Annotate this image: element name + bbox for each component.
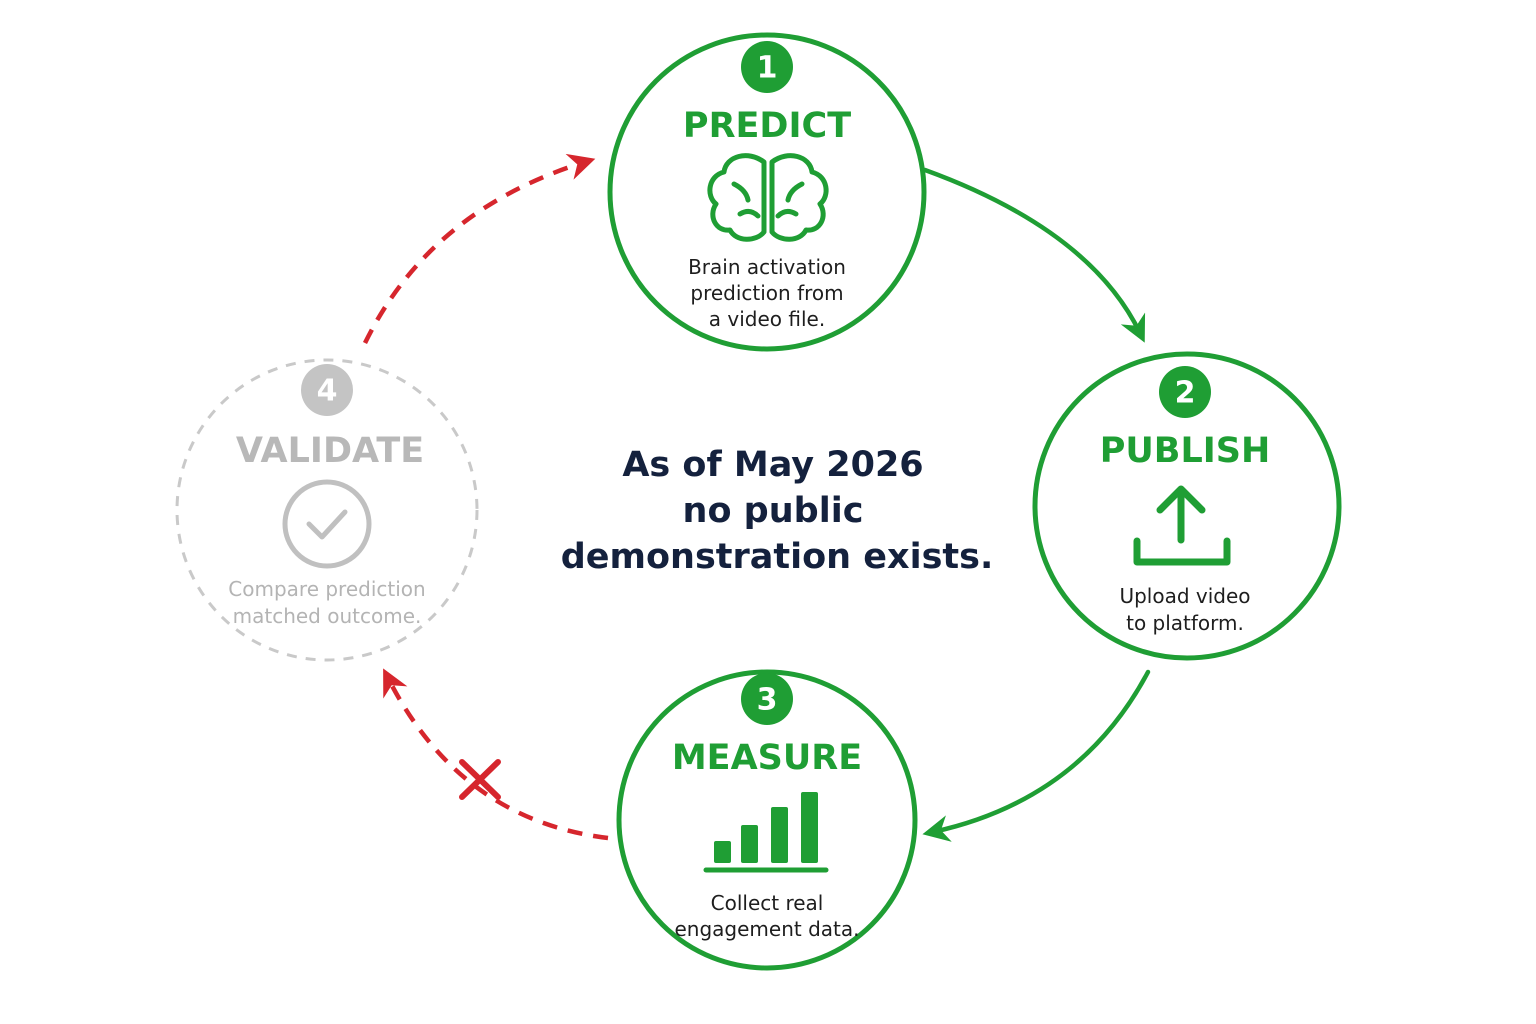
step-title: VALIDATE <box>236 431 424 471</box>
arrow-validate-to-predict-broken <box>362 153 596 344</box>
step-publish: 2 PUBLISH Upload video to platform. <box>1032 351 1342 661</box>
center-note-line: no public <box>683 491 864 531</box>
step-number-badge <box>741 673 793 725</box>
arrow-publish-to-measure <box>922 669 1151 842</box>
step-title: PUBLISH <box>1100 431 1271 471</box>
step-description-line: Compare prediction <box>228 577 425 601</box>
broken-link-x-icon <box>459 759 501 800</box>
step-validate: 4 VALIDATE Compare prediction matched ou… <box>175 358 479 662</box>
step-description-line: matched outcome. <box>233 604 422 628</box>
brain-icon <box>707 153 829 242</box>
arrow-measure-to-validate-broken <box>383 668 609 841</box>
step-measure: 3 MEASURE Collect real engagement data. <box>616 669 918 971</box>
step-number: 3 <box>757 683 778 718</box>
step-number-badge <box>741 41 793 93</box>
step-number: 2 <box>1175 376 1196 411</box>
step-number: 1 <box>757 51 778 86</box>
step-number-badge <box>1159 366 1211 418</box>
step-description-line: a video file. <box>709 307 825 331</box>
center-note: As of May 2026 no public demonstration e… <box>561 445 994 577</box>
step-title: PREDICT <box>683 106 851 146</box>
step-number: 4 <box>317 374 338 409</box>
step-description-line: prediction from <box>690 281 843 305</box>
center-note-line: demonstration exists. <box>561 537 994 577</box>
step-title: MEASURE <box>672 738 862 778</box>
step-number-badge <box>301 364 353 416</box>
step-description-line: Brain activation <box>688 255 846 279</box>
center-note-line: As of May 2026 <box>622 445 923 485</box>
step-description-line: Collect real <box>711 891 824 915</box>
step-predict: 1 PREDICT Brain activation prediction fr… <box>607 32 927 352</box>
upload-icon <box>1133 485 1231 566</box>
check-circle-icon <box>282 479 372 569</box>
step-description-line: Upload video <box>1119 584 1250 608</box>
step-description-line: engagement data. <box>675 917 860 941</box>
step-description-line: to platform. <box>1126 611 1244 635</box>
bar-chart-icon <box>703 792 829 873</box>
arrow-predict-to-publish <box>922 167 1146 343</box>
